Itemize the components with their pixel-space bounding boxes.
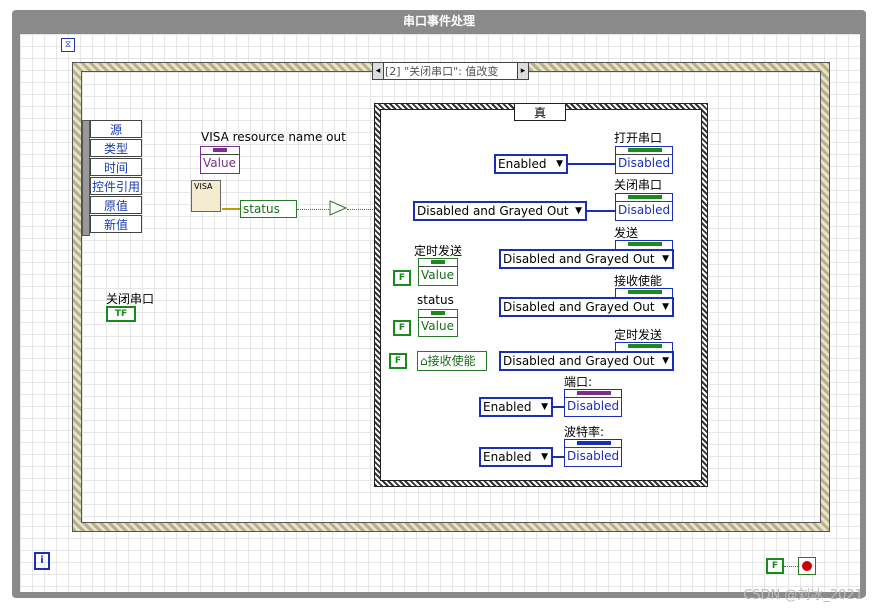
event-data-item[interactable]: 控件引用 xyxy=(90,177,142,195)
info-icon[interactable]: i xyxy=(34,552,50,570)
false-constant[interactable]: F xyxy=(393,270,411,286)
recv-enable-node[interactable]: ⌂接收使能 xyxy=(417,351,487,371)
enum-constant[interactable]: Enabled ▼ xyxy=(494,154,568,174)
home-icon: ⌂ xyxy=(420,354,428,368)
stop-terminal[interactable] xyxy=(798,557,816,575)
enum-constant[interactable]: Disabled and Grayed Out ▼ xyxy=(499,351,674,371)
enum-constant-text: Disabled and Grayed Out xyxy=(503,300,655,314)
prop-label: 波特率: xyxy=(564,425,605,439)
enum-constant[interactable]: Disabled and Grayed Out ▼ xyxy=(499,297,674,317)
close-port-bool[interactable]: TF xyxy=(106,306,136,322)
property-node[interactable]: Disabled xyxy=(615,146,673,174)
chevron-down-icon: ▼ xyxy=(662,302,669,312)
chevron-down-icon: ▼ xyxy=(556,159,563,169)
false-constant[interactable]: F xyxy=(393,320,411,336)
property-node[interactable]: Disabled xyxy=(615,193,673,221)
status-value: Value xyxy=(421,319,454,333)
window-title: 串口事件处理 xyxy=(402,14,475,28)
bool-wire xyxy=(784,566,798,567)
prop-value: Disabled xyxy=(567,399,620,413)
enum-constant-text: Enabled xyxy=(483,450,532,464)
prop-label: 定时发送 xyxy=(614,328,663,342)
event-data-item[interactable]: 时间 xyxy=(90,158,142,176)
enum-constant-text: Disabled and Grayed Out xyxy=(503,252,655,266)
not-function-icon[interactable] xyxy=(329,200,348,216)
close-port-label: 关闭串口 xyxy=(106,292,155,306)
stop-false-constant[interactable]: F xyxy=(766,558,784,574)
event-data-item[interactable]: 类型 xyxy=(90,139,142,157)
indicator-header xyxy=(616,194,672,202)
property-node[interactable]: Disabled xyxy=(564,389,622,417)
wire xyxy=(587,210,615,212)
indicator-header xyxy=(419,310,457,318)
hourglass-icon[interactable]: ⧖ xyxy=(61,38,75,52)
prop-value: Disabled xyxy=(567,449,620,463)
indicator-header xyxy=(565,390,621,398)
chevron-down-icon: ▼ xyxy=(575,206,582,216)
visa-node-icon[interactable]: VISA xyxy=(191,180,221,212)
enum-constant[interactable]: Disabled and Grayed Out ▼ xyxy=(499,249,674,269)
enum-constant-text: Enabled xyxy=(483,400,532,414)
prop-label: 接收使能 xyxy=(614,274,663,288)
status-text: status xyxy=(243,202,280,216)
chevron-down-icon: ▼ xyxy=(541,452,548,462)
prop-label: 端口: xyxy=(564,375,593,389)
case-selector-label: 真 xyxy=(533,106,546,120)
indicator-header xyxy=(565,440,621,448)
indicator-header xyxy=(616,147,672,155)
event-data-bar xyxy=(82,120,90,236)
case-selector[interactable]: 真 xyxy=(514,103,566,121)
next-arrow-icon[interactable]: ▸ xyxy=(517,63,528,79)
prop-label: 打开串口 xyxy=(614,131,663,145)
bool-wire xyxy=(297,209,329,210)
indicator-header xyxy=(419,259,457,267)
enum-constant[interactable]: Enabled ▼ xyxy=(479,447,553,467)
event-data-item[interactable]: 新值 xyxy=(90,215,142,233)
status-label: status xyxy=(417,293,454,307)
prop-value: Disabled xyxy=(618,156,671,170)
event-selector[interactable]: ◂ [2] "关闭串口": 值改变 ▸ xyxy=(372,62,529,80)
wire xyxy=(222,208,240,210)
wire xyxy=(568,163,616,165)
wire xyxy=(553,456,565,458)
status-indicator[interactable]: status xyxy=(240,200,297,218)
chevron-down-icon: ▼ xyxy=(662,254,669,264)
event-data-item[interactable]: 原值 xyxy=(90,196,142,214)
visa-label: VISA resource name out xyxy=(201,130,346,144)
indicator-header xyxy=(201,147,239,155)
status-value-indicator[interactable]: Value xyxy=(418,309,458,337)
false-constant[interactable]: F xyxy=(389,353,407,369)
visa-indicator[interactable]: Value xyxy=(200,146,240,174)
timer-send-value: Value xyxy=(421,268,454,282)
prop-value: Disabled xyxy=(618,203,671,217)
enum-constant-text: Disabled and Grayed Out xyxy=(417,204,569,218)
wire xyxy=(553,406,565,408)
bool-wire xyxy=(347,209,379,210)
enum-constant-text: Disabled and Grayed Out xyxy=(503,354,655,368)
visa-value: Value xyxy=(203,156,236,170)
stop-icon xyxy=(802,561,812,571)
property-node[interactable]: Disabled xyxy=(564,439,622,467)
prop-label: 发送 xyxy=(614,226,639,240)
chevron-down-icon: ▼ xyxy=(541,402,548,412)
enum-constant-text: Enabled xyxy=(498,157,547,171)
chevron-down-icon: ▼ xyxy=(662,356,669,366)
timer-send-label: 定时发送 xyxy=(414,244,463,258)
enum-constant[interactable]: Disabled and Grayed Out ▼ xyxy=(413,201,587,221)
timer-send-indicator[interactable]: Value xyxy=(418,258,458,286)
prev-arrow-icon[interactable]: ◂ xyxy=(373,63,384,79)
event-selector-label: [2] "关闭串口": 值改变 xyxy=(385,65,499,78)
event-data-item[interactable]: 源 xyxy=(90,120,142,138)
enum-constant[interactable]: Enabled ▼ xyxy=(479,397,553,417)
prop-label: 关闭串口 xyxy=(614,178,663,192)
watermark: CSDN @刘冰_2021 xyxy=(743,588,863,603)
recv-enable-text: 接收使能 xyxy=(427,354,476,368)
